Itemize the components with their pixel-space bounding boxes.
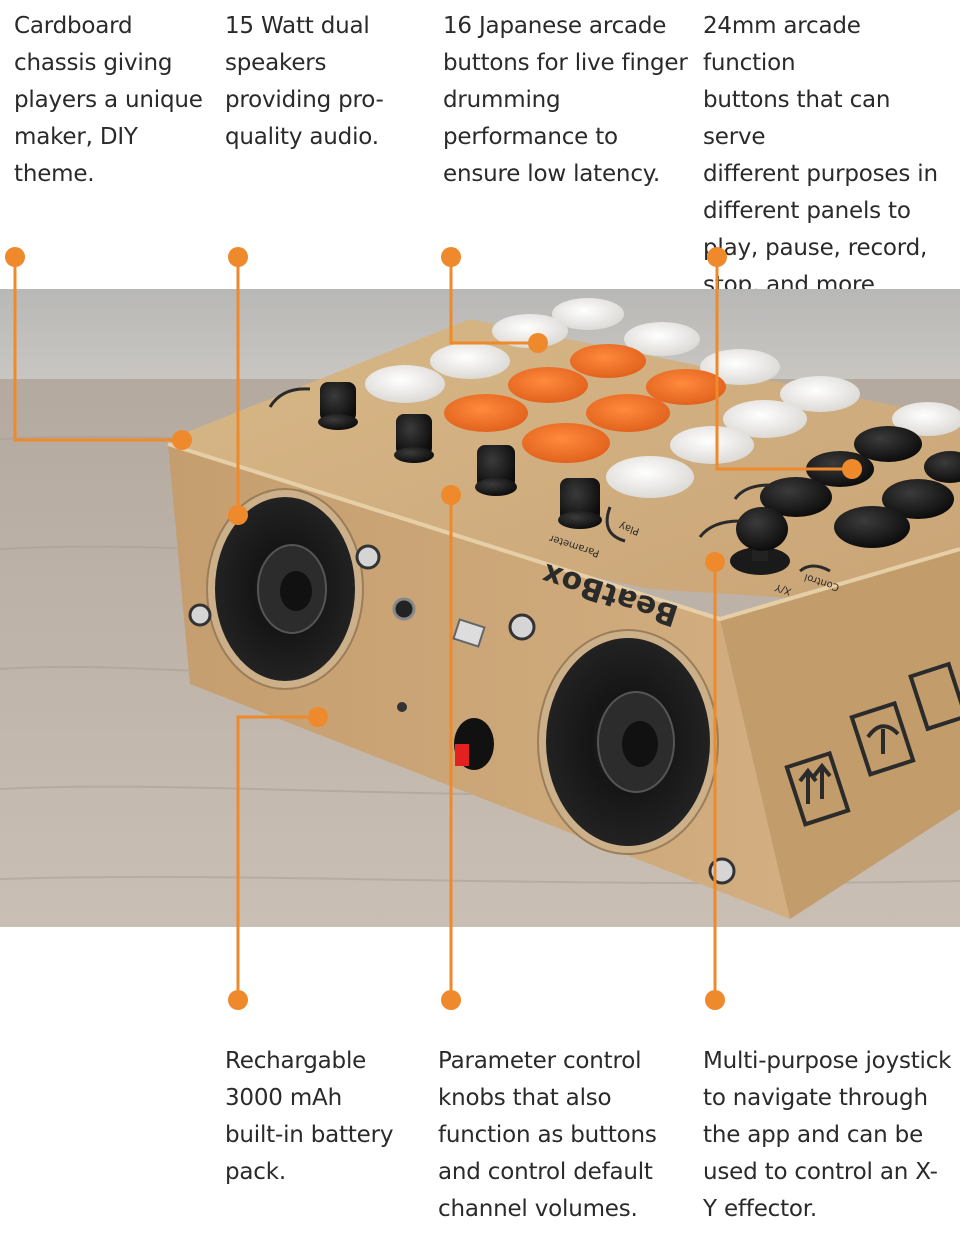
caption-function-buttons: 24mm arcade function buttons that can se… bbox=[703, 13, 938, 298]
caption-battery: Rechargable 3000 mAh built-in battery pa… bbox=[225, 1048, 394, 1185]
caption-joystick: Multi-purpose joystick to navigate throu… bbox=[703, 1048, 952, 1222]
callout-dot bbox=[228, 247, 248, 267]
caption-arcade-buttons: 16 Japanese arcade buttons for live fing… bbox=[443, 13, 688, 187]
beatbox-device-photo: BeatBox bbox=[0, 289, 960, 927]
callout-dot bbox=[705, 990, 725, 1010]
caption-cardboard-chassis: Cardboard chassis giving players a uniqu… bbox=[14, 13, 203, 187]
callout-dot bbox=[228, 990, 248, 1010]
callout-dot bbox=[441, 990, 461, 1010]
caption-parameter-knobs: Parameter control knobs that also functi… bbox=[438, 1048, 657, 1222]
callout-dot bbox=[5, 247, 25, 267]
device-xy-label: X/Y bbox=[773, 581, 793, 597]
callout-dot bbox=[441, 247, 461, 267]
caption-dual-speakers: 15 Watt dual speakers providing pro- qua… bbox=[225, 13, 384, 150]
